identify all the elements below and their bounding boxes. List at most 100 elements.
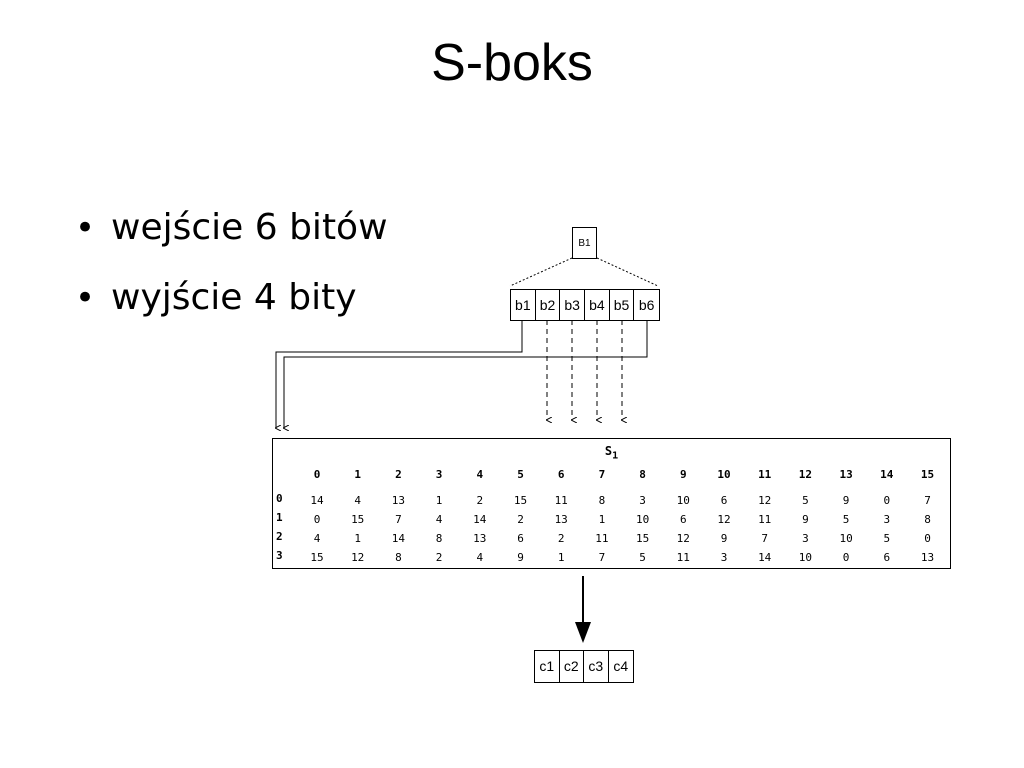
sbox-value-cell: 2 (517, 513, 524, 526)
output-bit-row: c1 c2 c3 c4 (534, 650, 634, 683)
sbox-value-cell: 7 (924, 494, 931, 507)
sbox-value-cell: 1 (354, 532, 361, 545)
output-arrowhead (575, 622, 591, 643)
sbox-value-cell: 13 (391, 494, 406, 507)
sbox-value-cell: 10 (839, 532, 853, 545)
sbox-column-header: 11 (758, 468, 772, 481)
sbox-value-cell: 10 (635, 513, 650, 526)
sbox-value-cell: 15 (351, 513, 365, 526)
sbox-column-header: 12 (798, 468, 813, 481)
sbox-value-cell: 4 (313, 532, 321, 545)
input-bit-cell: b2 (536, 290, 561, 320)
sbox-value-cell: 6 (720, 494, 728, 507)
sbox-column-header: 15 (920, 468, 935, 481)
sbox-value-cell: 5 (842, 513, 850, 526)
output-bit-cell: c3 (584, 651, 609, 682)
sbox-value-cell: 0 (313, 513, 321, 526)
sbox-column-header: 2 (395, 468, 402, 481)
sbox-value-cell: 9 (842, 494, 850, 507)
expansion-line-right (596, 257, 659, 287)
sbox-value-cell: 8 (598, 494, 606, 507)
sbox-value-cell: 7 (761, 532, 768, 545)
sbox-value-cell: 6 (883, 551, 891, 564)
sbox-value-cell: 7 (395, 513, 402, 526)
sbox-value-cell: 0 (883, 494, 891, 507)
sbox-column-header: 6 (557, 468, 565, 481)
bullet-list: • wejście 6 bitów • wyjście 4 bity (75, 202, 388, 342)
row-select-line-b6 (284, 320, 648, 428)
input-bit-cell: b1 (511, 290, 536, 320)
sbox-value-cell: 6 (679, 513, 687, 526)
output-bit-cell: c2 (560, 651, 584, 682)
sbox-value-cell: 8 (435, 532, 443, 545)
sbox-value-cell: 3 (883, 513, 891, 526)
sbox-value-cell: 10 (676, 494, 690, 507)
sbox-value-cell: 9 (517, 551, 524, 564)
slide-title: S-boks (431, 34, 593, 92)
sbox-value-cell: 14 (473, 513, 487, 526)
sbox-column-header: 1 (354, 468, 361, 481)
bullet-item: • wyjście 4 bity (75, 272, 388, 342)
sbox-row-label: 1 (276, 511, 283, 524)
bullet-icon: • (75, 208, 96, 248)
sbox-value-cell: 14 (758, 551, 772, 564)
row-select-line-b1 (276, 320, 523, 428)
sbox-value-cell: 5 (639, 551, 646, 564)
sbox-value-cell: 8 (924, 513, 931, 526)
sbox-value-cell: 13 (554, 513, 568, 526)
block-b1: B1 (572, 227, 597, 259)
sbox-value-cell: 10 (798, 551, 813, 564)
expansion-line-left (509, 257, 573, 287)
sbox-value-cell: 2 (557, 532, 565, 545)
sbox-value-cell: 2 (476, 494, 484, 507)
sbox-value-cell: 15 (513, 494, 528, 507)
output-bit-cell: c4 (613, 658, 629, 674)
sbox-value-cell: 13 (920, 551, 935, 564)
bullet-item: • wejście 6 bitów (75, 202, 388, 272)
sbox-column-header: 10 (717, 468, 731, 481)
sbox-value-cell: 11 (758, 513, 772, 526)
sbox-value-cell: 4 (476, 551, 484, 564)
input-bit-cell: b5 (610, 290, 635, 320)
sbox-value-cell: 6 (517, 532, 524, 545)
sbox-column-header: 14 (880, 468, 894, 481)
sbox-column-header: 3 (435, 468, 443, 481)
sbox-column-header: 9 (679, 468, 687, 481)
sbox-value-cell: 4 (354, 494, 361, 507)
sbox-column-header: 5 (517, 468, 524, 481)
sbox-value-cell: 0 (842, 551, 850, 564)
sbox-value-cell: 1 (435, 494, 443, 507)
sbox-value-cell: 8 (395, 551, 402, 564)
sbox-value-cell: 3 (802, 532, 809, 545)
input-bit-cell: b6 (638, 297, 655, 313)
input-bit-row: b1 b2 b3 b4 b5 b6 (510, 289, 660, 321)
sbox-value-cell: 12 (758, 494, 772, 507)
input-bit-cell: b4 (585, 290, 610, 320)
sbox-value-cell: 13 (473, 532, 487, 545)
sbox-value-cell: 9 (802, 513, 809, 526)
sbox-value-cell: 0 (924, 532, 931, 545)
sbox-value-cell: 1 (598, 513, 606, 526)
bullet-icon: • (75, 278, 96, 318)
bullet-text: wyjście 4 bity (111, 277, 357, 318)
sbox-value-cell: 11 (595, 532, 609, 545)
sbox-value-cell: 7 (598, 551, 606, 564)
sbox-value-cell: 11 (676, 551, 690, 564)
sbox-value-cell: 5 (802, 494, 809, 507)
sbox-value-cell: 1 (557, 551, 565, 564)
sbox-value-cell: 12 (676, 532, 690, 545)
sbox-value-cell: 11 (554, 494, 568, 507)
sbox-column-header: 8 (639, 468, 646, 481)
bullet-text: wejście 6 bitów (111, 207, 388, 248)
sbox-row-label: 3 (276, 549, 283, 562)
block-b1-label: B1 (578, 238, 591, 249)
sbox-column-header: 13 (839, 468, 853, 481)
sbox-column-header: 4 (476, 468, 484, 481)
sbox-value-cell: 14 (391, 532, 406, 545)
sbox-value-cell: 3 (720, 551, 728, 564)
sbox-value-cell: 5 (883, 532, 891, 545)
sbox-value-cell: 9 (720, 532, 728, 545)
input-bit-cell: b3 (560, 290, 586, 320)
